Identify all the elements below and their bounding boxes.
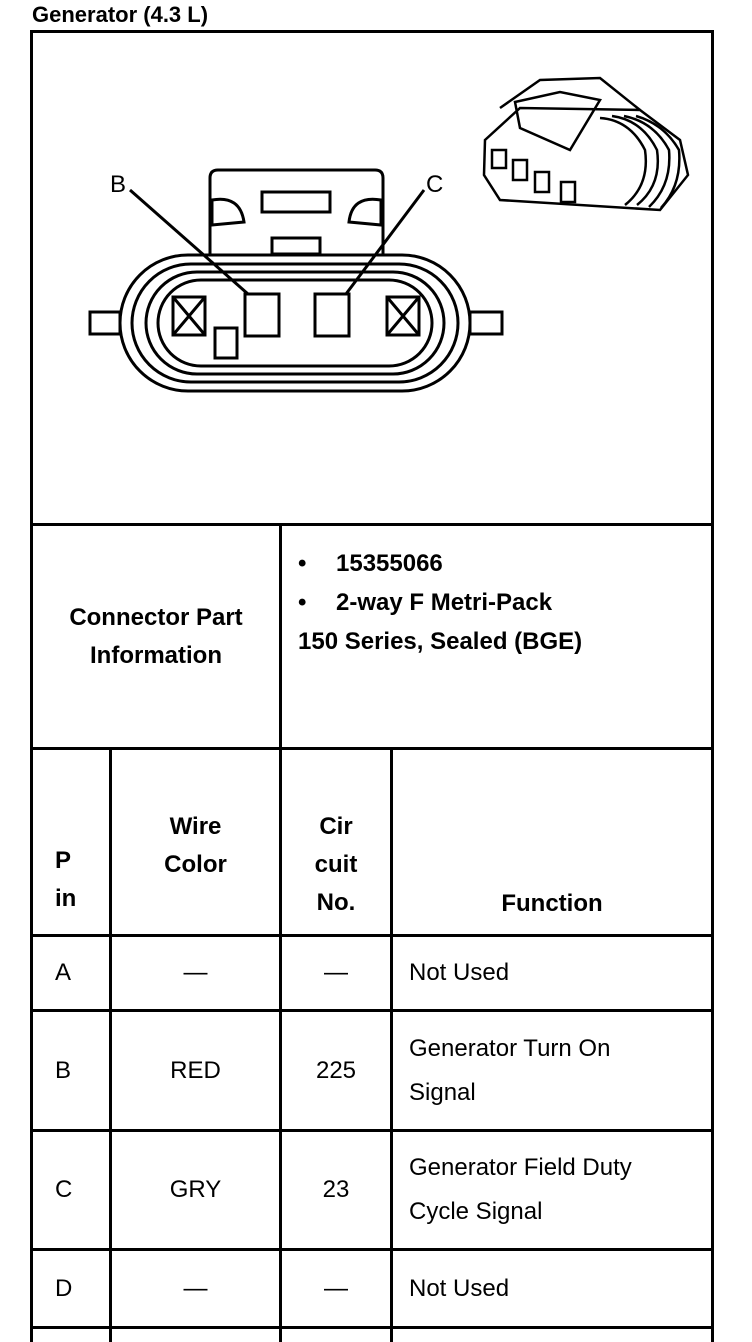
divider xyxy=(109,747,112,1342)
row-c-color: GRY xyxy=(169,1176,222,1203)
header-circ-line3: No. xyxy=(316,889,356,916)
header-wire-line1: Wire xyxy=(169,813,222,840)
row-b-pin: B xyxy=(55,1056,72,1084)
part-number: 15355066 xyxy=(336,550,443,577)
row-c-function-line2: Cycle Signal xyxy=(409,1198,543,1225)
row-b-color: RED xyxy=(170,1056,221,1084)
divider xyxy=(390,747,393,1342)
row-d-circuit: — xyxy=(324,1274,348,1302)
divider xyxy=(279,747,282,1342)
pin-label-b: B xyxy=(110,171,126,198)
document-frame xyxy=(30,30,714,1342)
header-circ-line1: Cir xyxy=(319,813,353,840)
header-circ-line2: cuit xyxy=(314,851,358,878)
divider xyxy=(30,1326,714,1329)
row-a-color: — xyxy=(183,959,208,986)
row-d-pin: D xyxy=(55,1274,73,1302)
divider xyxy=(279,523,282,750)
page-title: Generator (4.3 L) xyxy=(32,2,209,27)
connector-series: 150 Series, Sealed (BGE) xyxy=(298,628,583,655)
header-function: Function xyxy=(501,890,603,917)
row-a-pin: A xyxy=(55,959,72,986)
row-b-function-line2: Signal xyxy=(409,1078,476,1106)
connector-info-values: • 15355066 • 2-way F Metri-Pack 150 Series… xyxy=(298,544,582,661)
row-b-circuit: 225 xyxy=(315,1056,357,1084)
divider xyxy=(30,747,714,750)
header-pin-line1: P xyxy=(55,847,72,874)
connector-diagram: B C xyxy=(88,76,690,393)
connector-type: 2-way F Metri-Pack xyxy=(336,589,553,616)
divider xyxy=(30,934,714,937)
row-a-circuit: — xyxy=(324,959,348,986)
header-pin: P in xyxy=(33,750,109,934)
connector-info-label-line1: Connector Part xyxy=(69,603,243,631)
divider xyxy=(30,1129,714,1132)
row-b-function-line1: Generator Turn On xyxy=(409,1034,611,1062)
row-c-function: Generator Field Duty Cycle Signal xyxy=(409,1132,709,1248)
divider xyxy=(30,1009,714,1012)
divider xyxy=(30,1248,714,1251)
divider xyxy=(30,523,714,526)
row-a-function: Not Used xyxy=(409,959,510,986)
header-pin-line2: in xyxy=(55,885,77,912)
bullet-1: • xyxy=(298,550,307,577)
row-b-function: Generator Turn On Signal xyxy=(409,1012,709,1129)
row-c-circuit: 23 xyxy=(322,1176,350,1203)
row-d-function: Not Used xyxy=(409,1274,510,1302)
header-wire-line2: Color xyxy=(164,851,227,878)
connector-info-label: Connector Part Information xyxy=(33,526,279,747)
connector-info-label-line2: Information xyxy=(90,641,222,669)
header-wire-color: Wire Color xyxy=(112,750,279,934)
bullet-2: • xyxy=(298,589,307,616)
row-c-function-line1: Generator Field Duty xyxy=(409,1154,632,1181)
header-circuit-no: Cir cuit No. xyxy=(282,750,390,934)
row-d-color: — xyxy=(183,1274,208,1302)
row-c-pin: C xyxy=(55,1176,73,1203)
pin-label-c: C xyxy=(426,171,443,198)
